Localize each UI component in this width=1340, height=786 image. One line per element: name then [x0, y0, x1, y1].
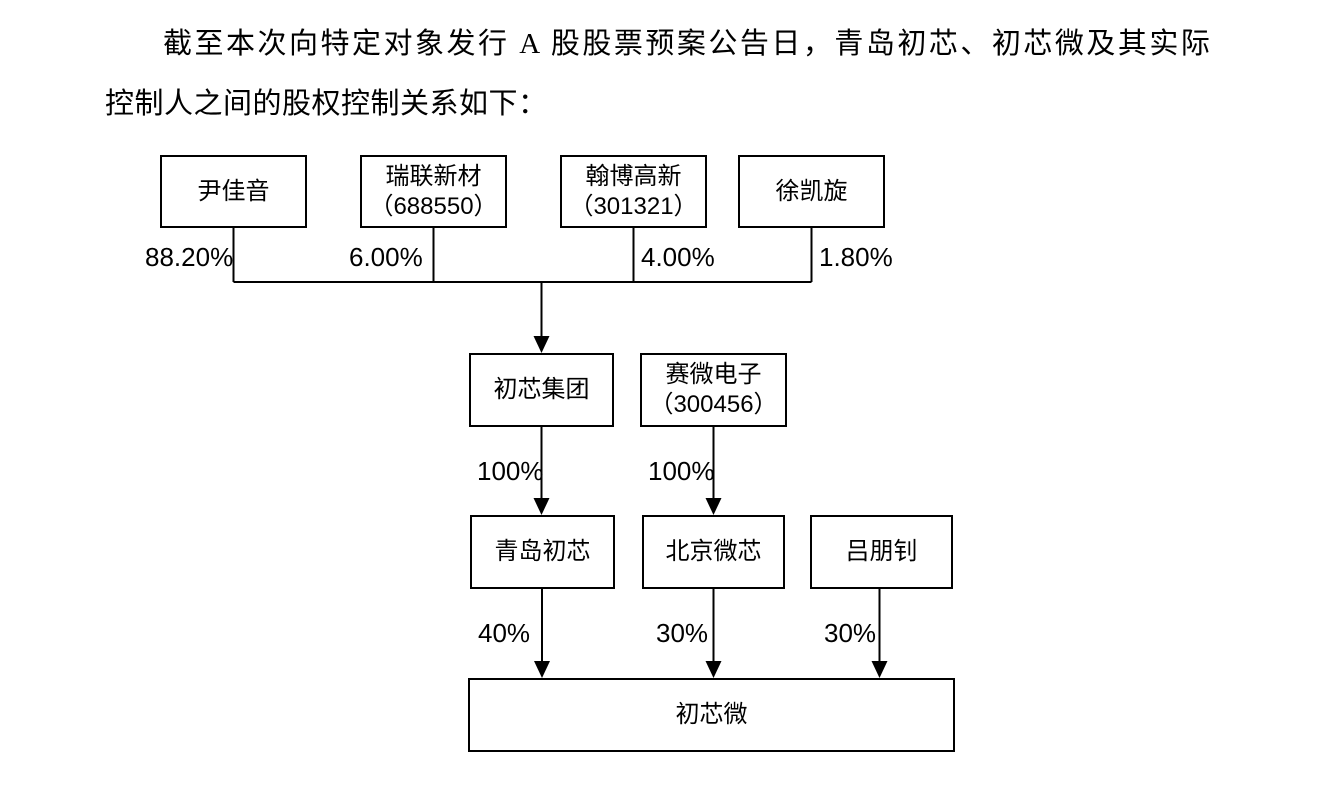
percentage-label-qingdao-40: 40%: [478, 618, 531, 648]
node-xu-kaixuan: 徐凯旋: [738, 155, 885, 228]
node-label: 青岛初芯: [494, 538, 591, 565]
percentage-label-saiwei-100: 100%: [648, 456, 715, 486]
node-label: 吕朋钊: [845, 538, 918, 565]
node-ruilian-xincai: 瑞联新材 （688550）: [360, 155, 507, 228]
node-stock-code: （301321）: [569, 192, 698, 220]
arrowhead-to-chuxin-group: [533, 336, 550, 353]
node-beijing-weixin: 北京微芯: [642, 515, 785, 589]
node-label: 尹佳音: [197, 177, 270, 205]
percentage-label-beijing-30: 30%: [656, 618, 709, 648]
intro-paragraph-line2: 控制人之间的股权控制关系如下：: [105, 88, 548, 120]
node-label: 徐凯旋: [775, 177, 848, 205]
percentage-label-lv-30: 30%: [824, 618, 877, 648]
node-stock-code: （300456）: [649, 391, 778, 418]
arrowhead-to-beijing: [705, 498, 722, 515]
arrowhead-qingdao-to-chuxinwei: [534, 661, 550, 678]
arrowhead-beijing-to-chuxinwei: [705, 661, 722, 678]
node-qingdao-chuxin: 青岛初芯: [470, 515, 615, 589]
node-label: 北京微芯: [665, 538, 762, 565]
percentage-label-hanbo-gaoxin: 4.00%: [641, 242, 715, 272]
node-stock-code: （688550）: [369, 192, 498, 220]
percentage-label-yin-jiayin: 88.20%: [145, 242, 234, 272]
arrowhead-lv-to-chuxinwei: [871, 661, 888, 678]
percentage-label-xu-kaixuan: 1.80%: [819, 242, 893, 272]
node-chuxinwei: 初芯微: [468, 678, 955, 752]
node-saiwei-dianzi: 赛微电子 （300456）: [640, 353, 787, 427]
arrowhead-to-qingdao: [533, 498, 550, 515]
node-label: 翰博高新: [585, 162, 682, 190]
node-lv-pengzhao: 吕朋钊: [810, 515, 953, 589]
node-label: 初芯集团: [493, 376, 590, 403]
node-chuxin-group: 初芯集团: [469, 353, 614, 427]
node-label: 赛微电子: [665, 361, 762, 388]
node-yin-jiayin: 尹佳音: [160, 155, 307, 228]
intro-paragraph-line1: 截至本次向特定对象发行 A 股股票预案公告日，青岛初芯、初芯微及其实际: [163, 28, 1213, 60]
percentage-label-group-100: 100%: [477, 456, 544, 486]
node-hanbo-gaoxin: 翰博高新 （301321）: [560, 155, 707, 228]
node-label: 初芯微: [675, 701, 748, 728]
percentage-label-ruilian-xincai: 6.00%: [349, 242, 423, 272]
node-label: 瑞联新材: [385, 162, 482, 190]
